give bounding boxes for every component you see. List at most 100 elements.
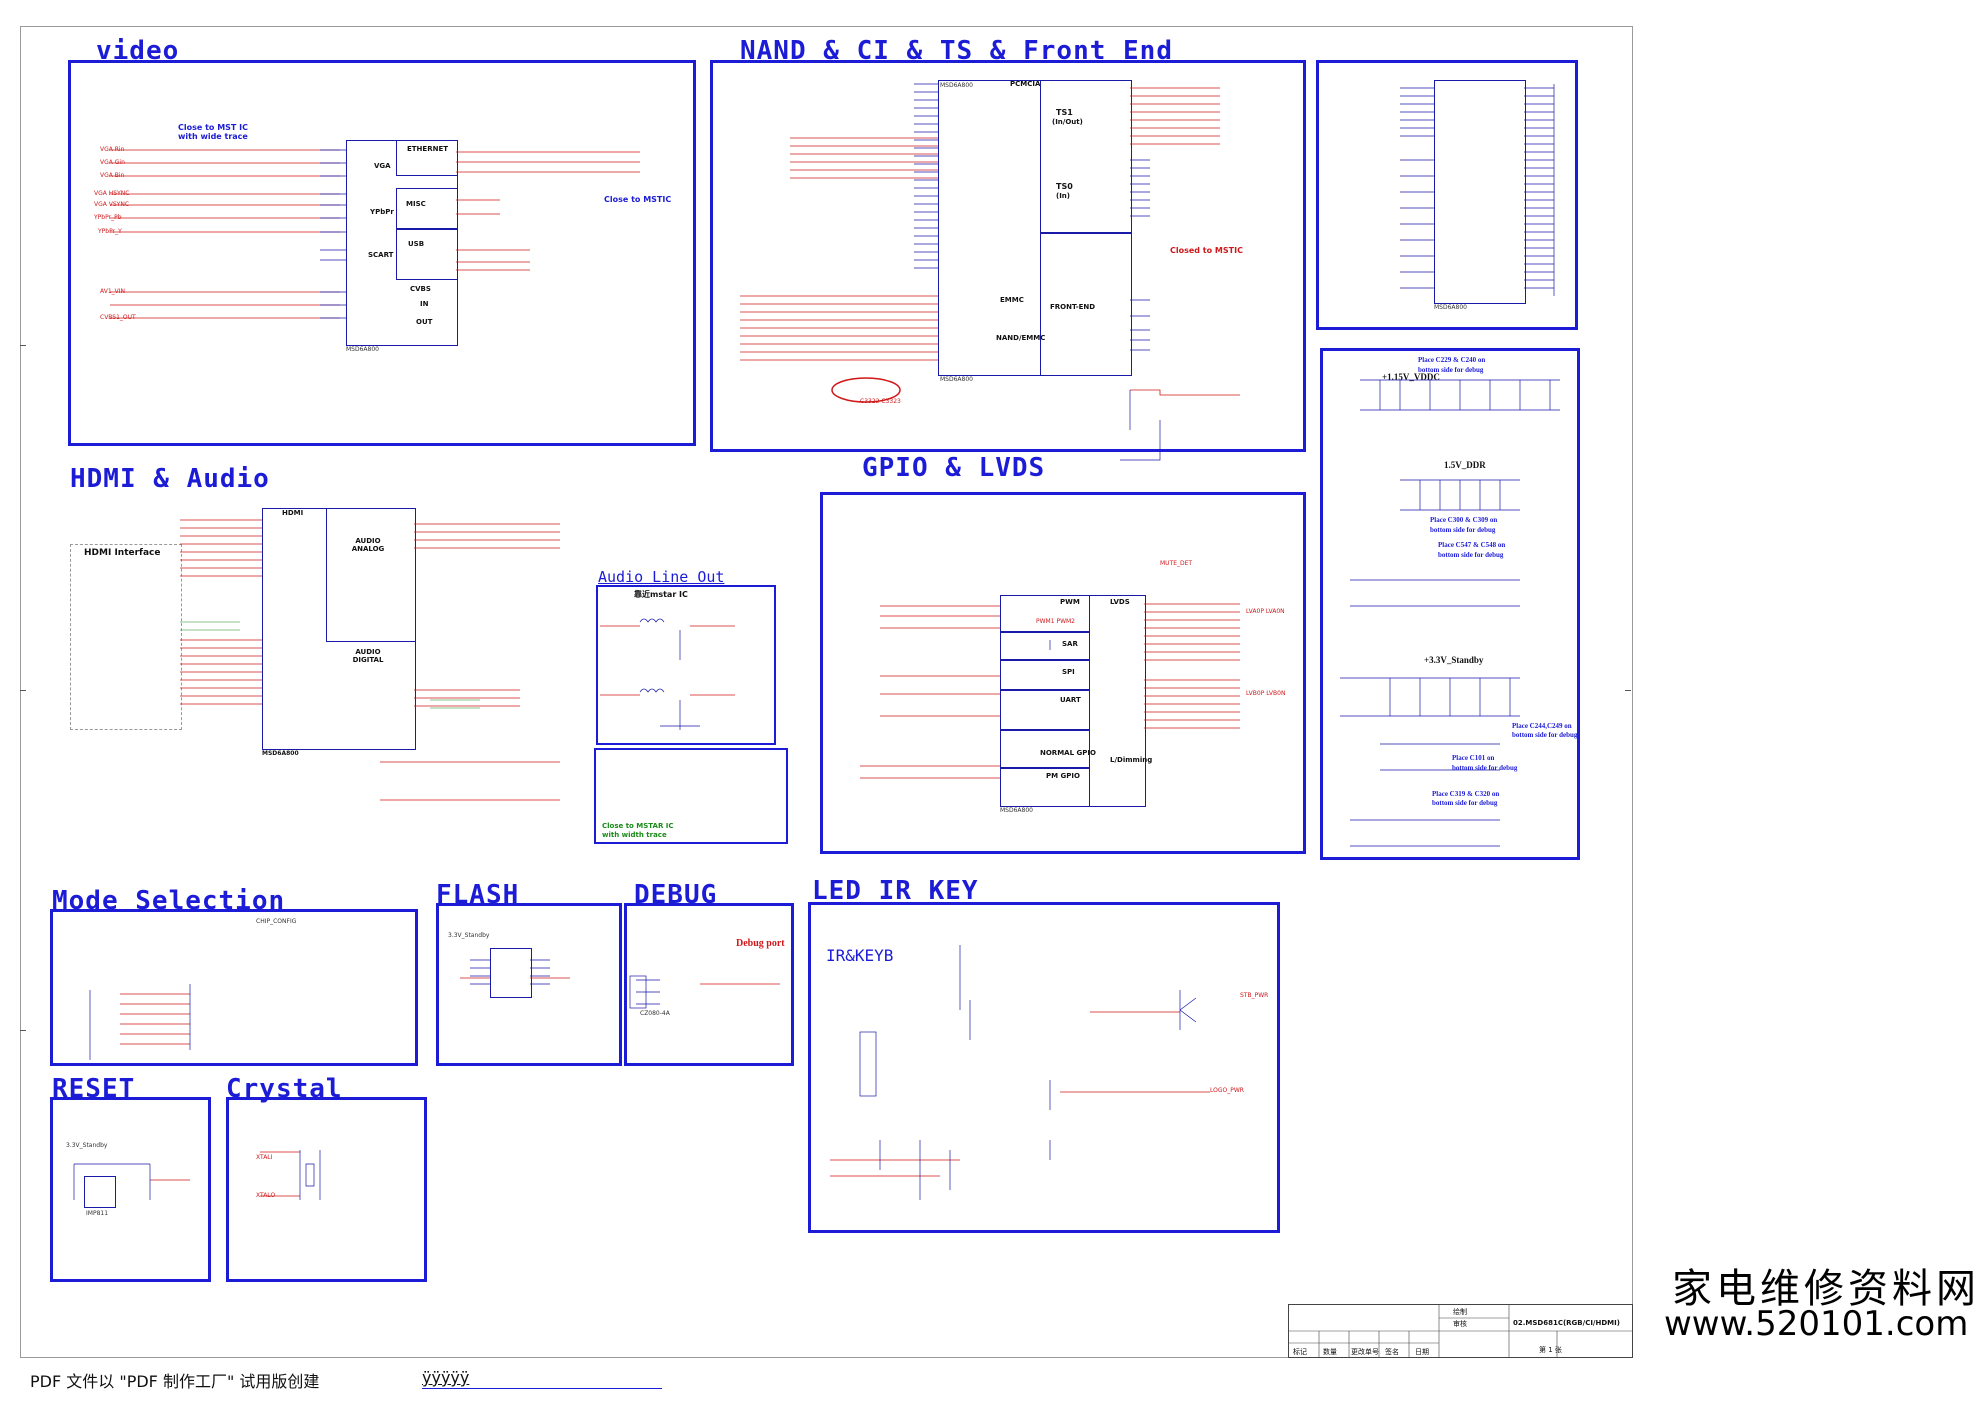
label-ldimming: L/Dimming bbox=[1110, 756, 1153, 764]
block-title-video: video bbox=[96, 36, 180, 66]
block-led bbox=[808, 902, 1280, 1233]
titleblock-col: 签名 bbox=[1385, 1348, 1399, 1356]
label-pm-gpio: PM GPIO bbox=[1046, 772, 1080, 780]
title-block: 绘制 审核 02.MSD681C(RGB/CI/HDMI) 第 1 张 标记 数… bbox=[1288, 1304, 1633, 1358]
net-label: MUTE_DET bbox=[1160, 560, 1193, 567]
sub-spi bbox=[1000, 659, 1090, 691]
sub-pm-gpio bbox=[1000, 767, 1090, 807]
net-label: C3322 C3323 bbox=[860, 398, 901, 405]
block-crystal bbox=[226, 1097, 427, 1282]
label-ts0: TS0 bbox=[1056, 182, 1073, 191]
net-label: MSD6A800 bbox=[1000, 807, 1033, 814]
net-label: PWM1 PWM2 bbox=[1036, 618, 1075, 625]
net-label: VGA VSYNC bbox=[94, 201, 130, 208]
net-label: LOGO_PWR bbox=[1210, 1087, 1244, 1094]
label-ypbpr: YPbPr bbox=[370, 208, 394, 216]
note-bottom-side-2: bottom side for debug bbox=[1430, 526, 1496, 534]
label-near-mstar: 靠近mstar IC bbox=[634, 590, 688, 599]
label-audio-line-out: Audio Line Out bbox=[598, 568, 725, 586]
net-label: YPbPr_Y bbox=[98, 228, 122, 235]
block-power-decoupling bbox=[1320, 348, 1580, 860]
sub-ts bbox=[1040, 80, 1132, 234]
sub-normal-gpio bbox=[1000, 729, 1090, 769]
label-ir-keyb: IR&KEYB bbox=[826, 946, 894, 965]
label-frontend: FRONT-END bbox=[1050, 303, 1096, 311]
label-ethernet: ETHERNET bbox=[407, 145, 449, 153]
label-normal-gpio: NORMAL GPIO bbox=[1040, 749, 1096, 757]
note-close-mstar: Close to MSTAR IC bbox=[602, 822, 674, 830]
sub-uart bbox=[1000, 689, 1090, 731]
label-usb: USB bbox=[408, 240, 425, 248]
audio-line-out-box bbox=[596, 585, 776, 745]
label-pwm: PWM bbox=[1060, 598, 1080, 606]
block-title-gpio-lvds: GPIO & LVDS bbox=[862, 453, 1046, 483]
label-emmc: EMMC bbox=[1000, 296, 1024, 304]
block-gpio-lvds bbox=[820, 492, 1306, 854]
note-debug-port: Debug port bbox=[736, 938, 785, 949]
note-place-c244: Place C244,C249 on bbox=[1512, 722, 1572, 730]
sheet-tick bbox=[1625, 690, 1631, 691]
label-pcmcia: PCMCIA bbox=[1010, 80, 1041, 88]
net-label: CVBS1_OUT bbox=[100, 314, 136, 321]
note-bottom-side-1: bottom side for debug bbox=[1418, 366, 1484, 374]
schematic-sheet bbox=[20, 26, 1633, 1358]
label-ts1: TS1 bbox=[1056, 108, 1073, 117]
footer-link[interactable]: ÿÿÿÿÿ bbox=[422, 1368, 470, 1387]
note-place-c101: Place C101 on bbox=[1452, 754, 1495, 762]
note-wide-trace: with wide trace bbox=[178, 132, 248, 141]
note-bottom-side-6: bottom side for debug bbox=[1432, 799, 1498, 807]
note-place-c300: Place C300 & C309 on bbox=[1430, 516, 1498, 524]
sub-sar bbox=[1000, 631, 1090, 661]
label-spi: SPI bbox=[1062, 668, 1075, 676]
net-label: MSD6A800 bbox=[940, 82, 973, 89]
net-label: STB_PWR bbox=[1240, 992, 1269, 999]
titleblock-project: 02.MSD681C(RGB/CI/HDMI) bbox=[1513, 1319, 1620, 1327]
net-label: MSD6A800 bbox=[940, 376, 973, 383]
sub-misc bbox=[396, 188, 458, 230]
net-label: MSD6A800 bbox=[1434, 304, 1467, 311]
net-label: 3.3V_Standby bbox=[66, 1142, 108, 1149]
note-bottom-side-5: bottom side for debug bbox=[1452, 764, 1518, 772]
net-label: VGA Bin bbox=[100, 172, 125, 179]
titleblock-page: 第 1 张 bbox=[1539, 1346, 1562, 1354]
titleblock-checked: 审核 bbox=[1453, 1320, 1467, 1328]
net-label: YPbPr_Pb bbox=[94, 214, 122, 221]
label-misc: MISC bbox=[406, 200, 426, 208]
label-scart: SCART bbox=[368, 251, 394, 259]
block-title-nand: NAND & CI & TS & Front End bbox=[740, 36, 1173, 66]
label-audio-analog: AUDIO ANALOG bbox=[351, 537, 385, 553]
sub-ethernet bbox=[396, 140, 458, 176]
label-ts0-sub: (In) bbox=[1056, 192, 1070, 200]
sheet-tick bbox=[20, 690, 26, 691]
net-label: IMP811 bbox=[86, 1210, 109, 1217]
footer-text: PDF 文件以 "PDF 制作工厂" 试用版创建 bbox=[30, 1372, 320, 1391]
watermark-chinese: 家电维修资料网 bbox=[1672, 1266, 1980, 1312]
note-vddc: +1.15V_VDDC bbox=[1382, 372, 1440, 382]
label-ts1-sub: (In/Out) bbox=[1052, 118, 1083, 126]
label-nand-emmc: NAND/EMMC bbox=[996, 334, 1046, 342]
sub-pwm bbox=[1000, 595, 1090, 633]
titleblock-col: 更改单号 bbox=[1351, 1348, 1379, 1356]
label-lvds: LVDS bbox=[1110, 598, 1130, 606]
block-debug bbox=[624, 903, 794, 1066]
net-label: VGA Rin bbox=[100, 146, 125, 153]
note-standby: +3.3V_Standby bbox=[1424, 655, 1484, 665]
titleblock-col: 日期 bbox=[1415, 1348, 1429, 1356]
net-label: XTALI bbox=[256, 1154, 273, 1161]
label-cvbs: CVBS bbox=[410, 285, 431, 293]
sheet-tick bbox=[20, 345, 26, 346]
titleblock-col: 数量 bbox=[1323, 1348, 1337, 1356]
net-label: LVB0P LVB0N bbox=[1246, 690, 1286, 697]
note-place-c319: Place C319 & C320 on bbox=[1432, 790, 1500, 798]
hdmi-interface-frame bbox=[70, 544, 182, 730]
net-label: 3.3V_Standby bbox=[448, 932, 490, 939]
net-label: VGA Gin bbox=[100, 159, 125, 166]
sub-usb bbox=[396, 228, 458, 280]
block-flash bbox=[436, 903, 622, 1066]
net-label: CZ080-4A bbox=[640, 1010, 670, 1017]
label-hdmi-interface: HDMI Interface bbox=[84, 548, 161, 558]
titleblock-drawn: 绘制 bbox=[1453, 1308, 1467, 1316]
net-label: VGA HSYNC bbox=[94, 190, 130, 197]
note-place-c229: Place C229 & C240 on bbox=[1418, 356, 1486, 364]
net-label: MSD6A800 bbox=[346, 346, 379, 353]
